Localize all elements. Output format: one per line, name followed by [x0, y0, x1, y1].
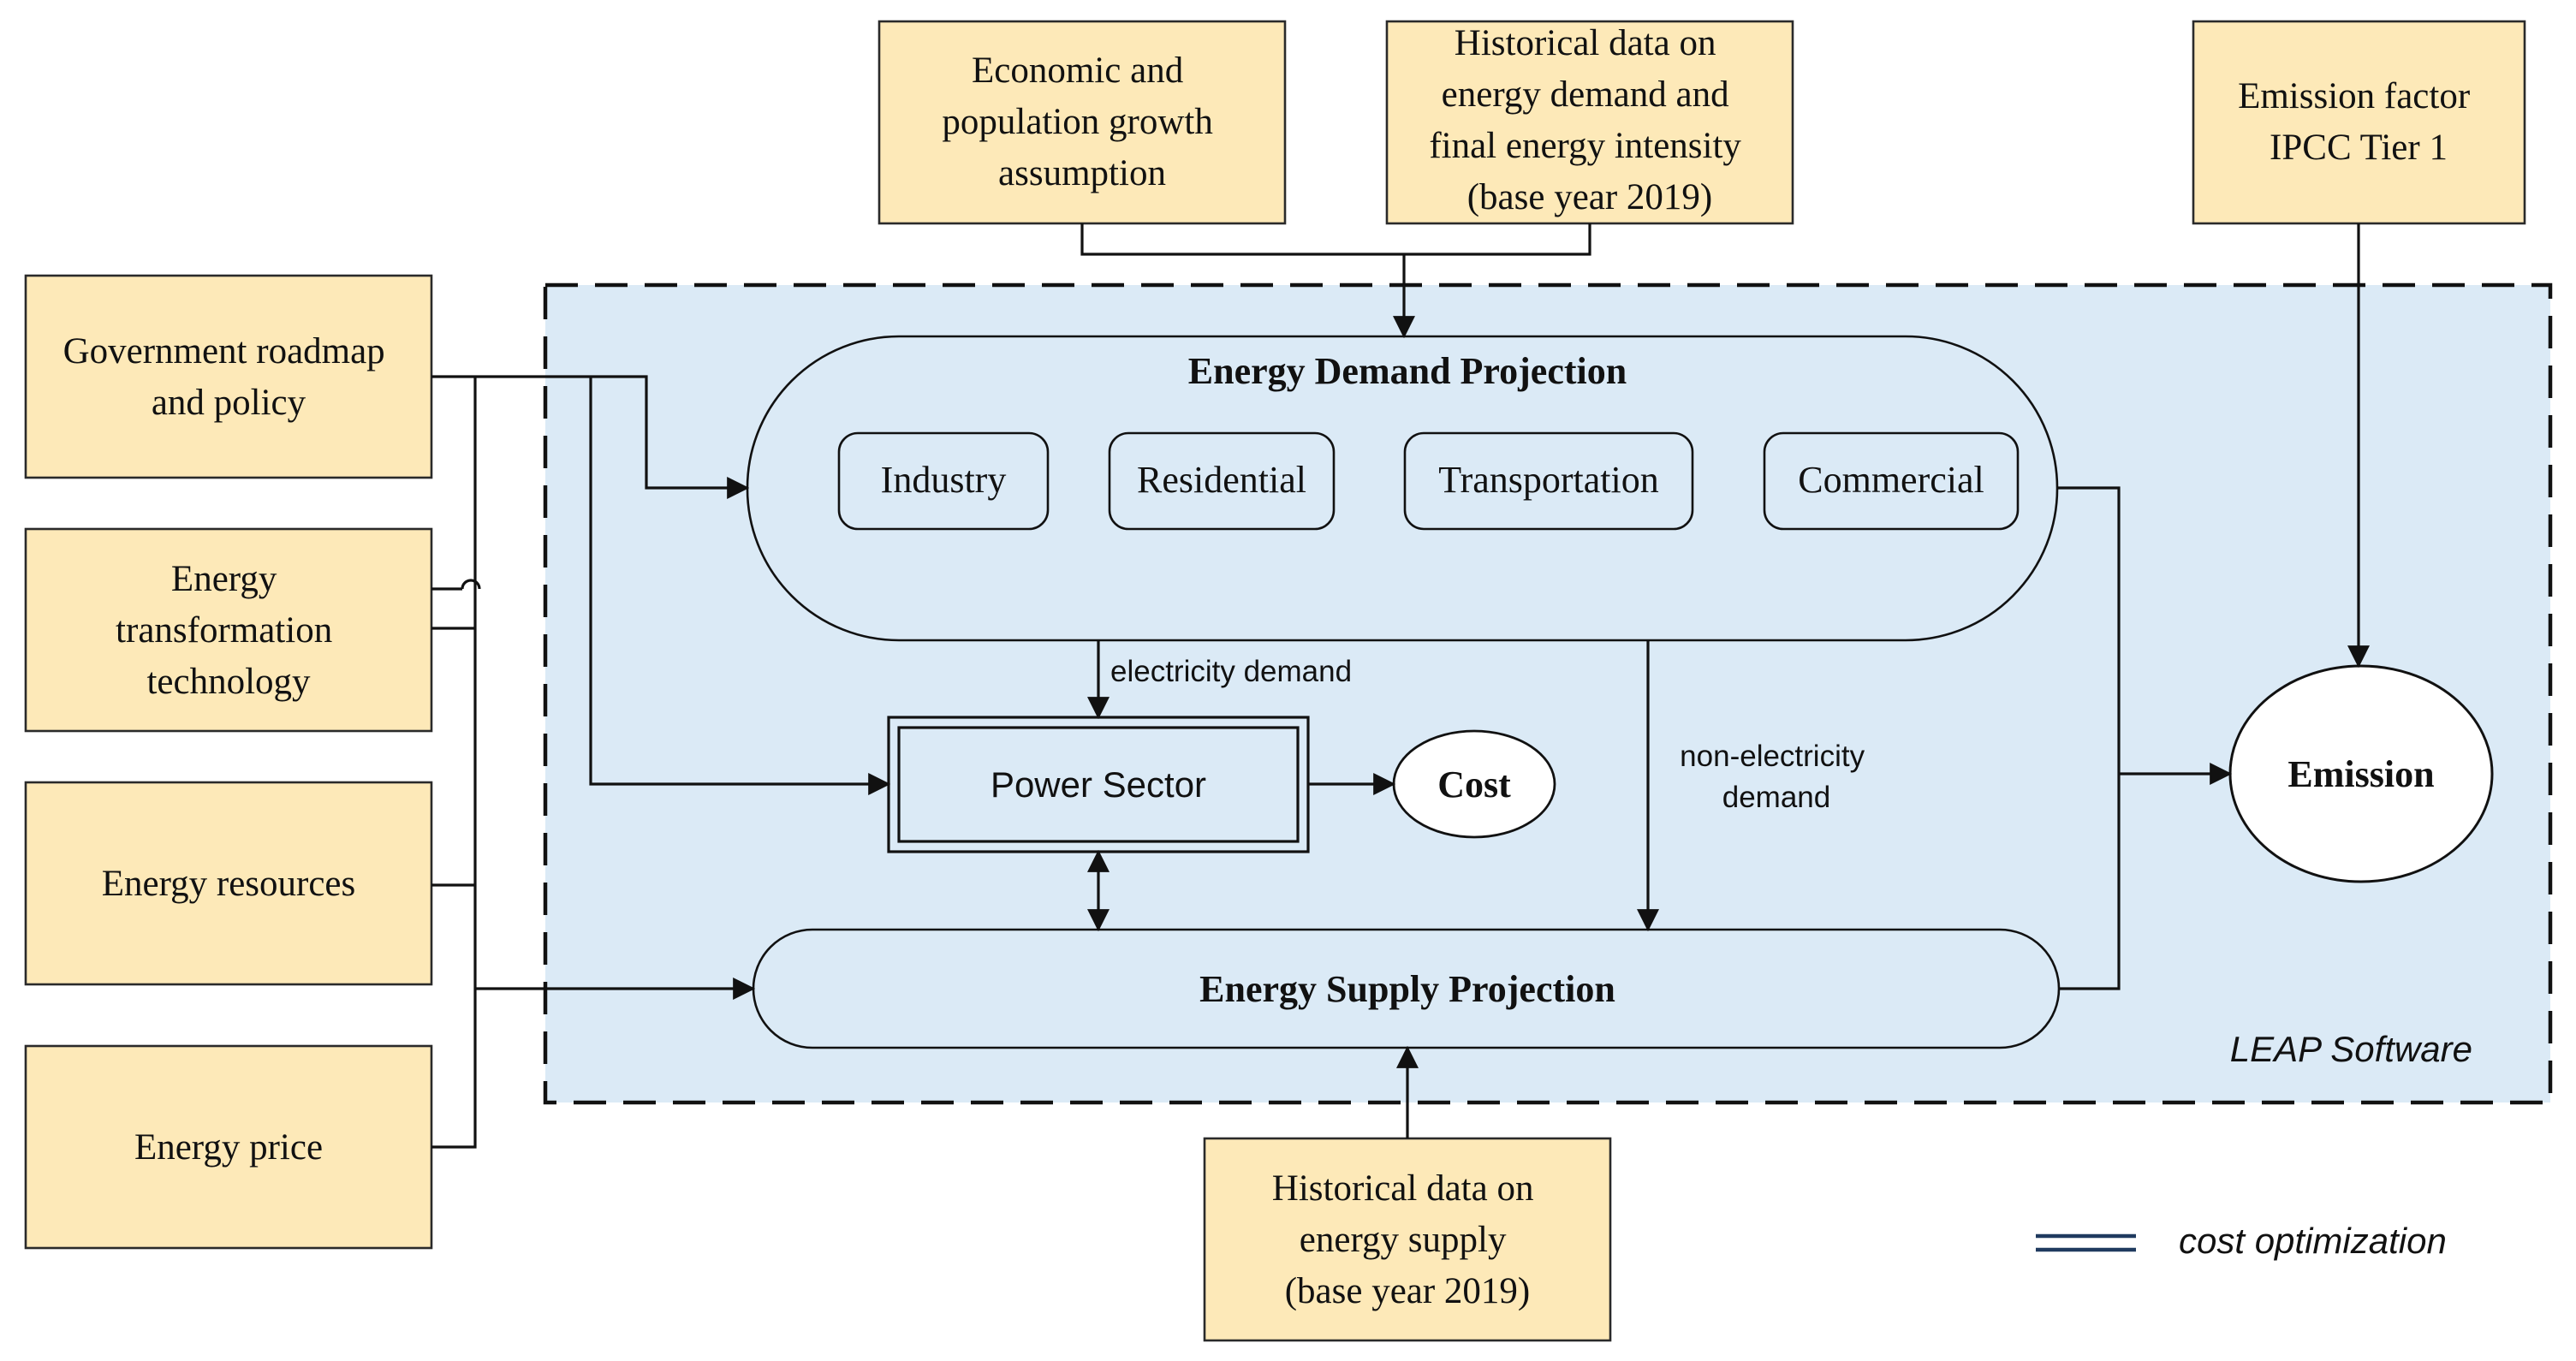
emission-factor-box: Emission factor IPCC Tier 1 [2192, 20, 2526, 225]
sector-industry: Industry [837, 431, 1050, 531]
historical-supply-text: Historical data on energy supply (base y… [1272, 1168, 1543, 1311]
legend: cost optimization [2036, 1221, 2447, 1261]
electricity-demand-label: electricity demand [1110, 655, 1352, 688]
power-sector-box: Power Sector [887, 716, 1310, 853]
cost-node: Cost [1392, 729, 1556, 839]
emission-label: Emission [2287, 753, 2434, 795]
economic-to-demand-connector [1080, 223, 1404, 256]
emission-factor-text: Emission factor IPCC Tier 1 [2238, 76, 2479, 168]
historical-demand-to-demand-connector [1404, 223, 1591, 256]
sector-transportation-label: Transportation [1438, 459, 1659, 501]
historical-demand-text: Historical data on energy demand and fin… [1429, 23, 1750, 217]
economic-growth-text: Economic and population growth assumptio… [942, 51, 1222, 193]
energy-resources-box: Energy resources [24, 781, 433, 986]
energy-resources-text: Energy resources [102, 864, 356, 904]
sector-industry-label: Industry [881, 459, 1007, 501]
economic-growth-box: Economic and population growth assumptio… [878, 20, 1287, 225]
sector-commercial-label: Commercial [1798, 459, 1984, 501]
historical-demand-box: Historical data on energy demand and fin… [1385, 20, 1794, 225]
energy-price-text: Energy price [134, 1127, 323, 1168]
government-to-bus-connector [431, 377, 477, 1149]
demand-to-emission-connector [2057, 486, 2121, 990]
sector-residential: Residential [1108, 431, 1336, 531]
cost-label: Cost [1437, 764, 1511, 805]
energy-supply-projection: Energy Supply Projection [752, 928, 2061, 1049]
legend-label: cost optimization [2179, 1221, 2447, 1261]
transformation-technology-text: Energy transformation technology [116, 559, 342, 702]
transformation-technology-box: Energy transformation technology [24, 527, 433, 733]
sector-transportation: Transportation [1403, 431, 1694, 531]
non-electricity-demand-label: non-electricity demand [1680, 740, 1873, 814]
power-sector-label: Power Sector [991, 764, 1206, 805]
government-to-demand-connector [431, 375, 750, 499]
sector-residential-label: Residential [1137, 459, 1306, 501]
technology-line-hop [461, 579, 481, 590]
sector-commercial: Commercial [1763, 431, 2020, 531]
energy-demand-title: Energy Demand Projection [1188, 350, 1627, 392]
emission-node: Emission [2228, 664, 2494, 883]
historical-supply-box: Historical data on energy supply (base y… [1203, 1137, 1612, 1342]
energy-supply-title: Energy Supply Projection [1199, 968, 1615, 1010]
government-policy-box: Government roadmap and policy [24, 274, 433, 479]
energy-price-box: Energy price [24, 1044, 433, 1250]
leap-software-label: LEAP Software [2230, 1029, 2472, 1069]
government-policy-text: Government roadmap and policy [63, 331, 395, 423]
policy-to-power-connector [589, 377, 891, 795]
